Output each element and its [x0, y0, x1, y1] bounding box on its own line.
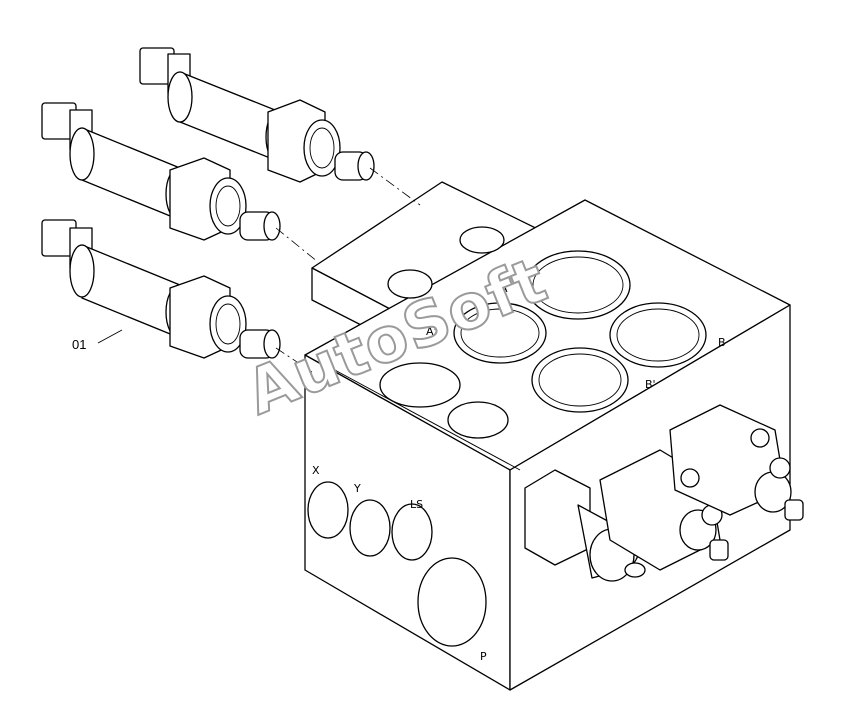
port-label-a: A: [500, 282, 508, 295]
assembly-centerlines: [275, 167, 421, 373]
callout-number: 01: [72, 337, 86, 352]
solenoid-cartridge-1: [139, 47, 375, 183]
top-ports: [379, 226, 707, 439]
port-label-b-prime: B': [645, 378, 656, 391]
port-label-x: X: [312, 464, 320, 477]
port-label-b: B: [718, 336, 726, 349]
front-face-ports: [307, 481, 487, 647]
port-label-p: P: [480, 650, 487, 663]
solenoid-cartridge-2: [41, 102, 281, 241]
port-markings: A A' B B' X Y LS P: [312, 282, 726, 663]
port-label-y: Y: [353, 482, 361, 495]
port-label-ls: LS: [410, 498, 423, 511]
port-label-a-prime: A': [426, 325, 437, 338]
side-mounted-valves: [524, 404, 804, 582]
part-callout: 01: [72, 329, 123, 352]
solenoid-cartridge-3: [41, 219, 281, 359]
